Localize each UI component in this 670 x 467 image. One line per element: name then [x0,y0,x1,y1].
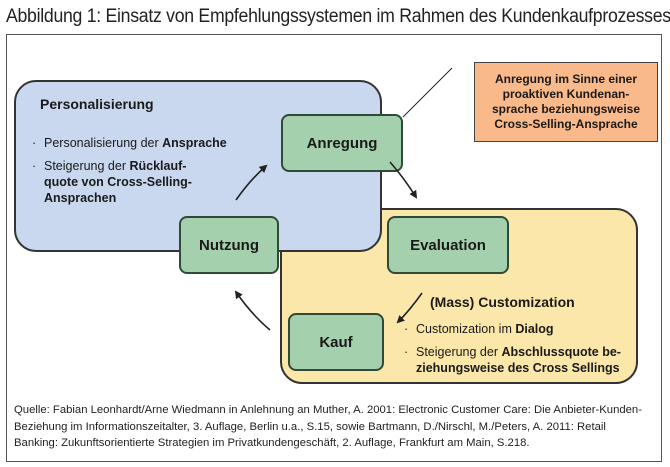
node-kauf: Kauf [288,313,384,371]
personalization-bullet-1: · Personalisierung der Ansprache [32,135,227,151]
bullet-text: Customization im [416,322,516,336]
bullet-bold-line-2: quote von Cross-Selling- [44,175,192,189]
customization-bullet-2: · Steigerung der Abschlussquote be- ziehu… [404,344,621,376]
bullet-text: Steigerung der [44,159,130,173]
bullet-text: Personalisierung der [44,136,163,150]
arrow-kauf-to-nutzung [234,290,271,331]
bullet-text: Steigerung der [416,345,502,359]
source-line: Beziehung im Informationszeitalter, 3. A… [14,420,606,433]
note-line: Cross-Selling-Ansprache [494,117,638,131]
bullet-bold-line-2: ziehungsweise des Cross Sellings [416,361,620,375]
bullet-dot: · [404,322,409,336]
source-note: Quelle: Fabian Leonhardt/Arne Wiedmann i… [14,402,660,452]
arrow-nutzung-to-anregung [235,164,268,201]
bullet-bold-line-3: Ansprachen [44,191,117,205]
note-box: Anregung im Sinne einer proaktiven Kunde… [474,62,658,142]
bullet-bold-text: Abschlussquote be- [501,345,621,359]
bullet-dot: · [32,136,37,150]
node-anregung: Anregung [281,114,403,172]
personalization-bullet-2: · Steigerung der Rücklauf- quote von Cros… [32,158,192,206]
bullet-dot: · [404,345,409,359]
node-nutzung: Nutzung [179,216,279,274]
customization-bullet-1: · Customization im Dialog [404,321,554,337]
node-evaluation: Evaluation [387,216,509,274]
figure-title: Abbildung 1: Einsatz von Empfehlungssyst… [6,6,670,27]
note-line: sprache beziehungsweise [491,102,641,116]
bullet-bold-text: Rücklauf- [129,159,187,173]
bullet-bold-text: Ansprache [162,136,227,150]
note-line: proaktiven Kundenan- [502,87,630,101]
bullet-dot: · [32,159,37,173]
personalization-heading: Personalisierung [40,96,154,112]
customization-heading: (Mass) Customization [430,294,575,310]
bullet-bold-text: Dialog [515,322,554,336]
note-line: Anregung im Sinne einer [494,72,638,86]
source-line: Banking: Zukunftsorientierte Strategien … [14,437,530,449]
callout-line [402,67,453,118]
source-line: Quelle: Fabian Leonhardt/Arne Wiedmann i… [14,404,642,416]
arrow-anregung-to-evaluation [389,161,418,199]
arrow-evaluation-to-kauf [396,292,423,324]
